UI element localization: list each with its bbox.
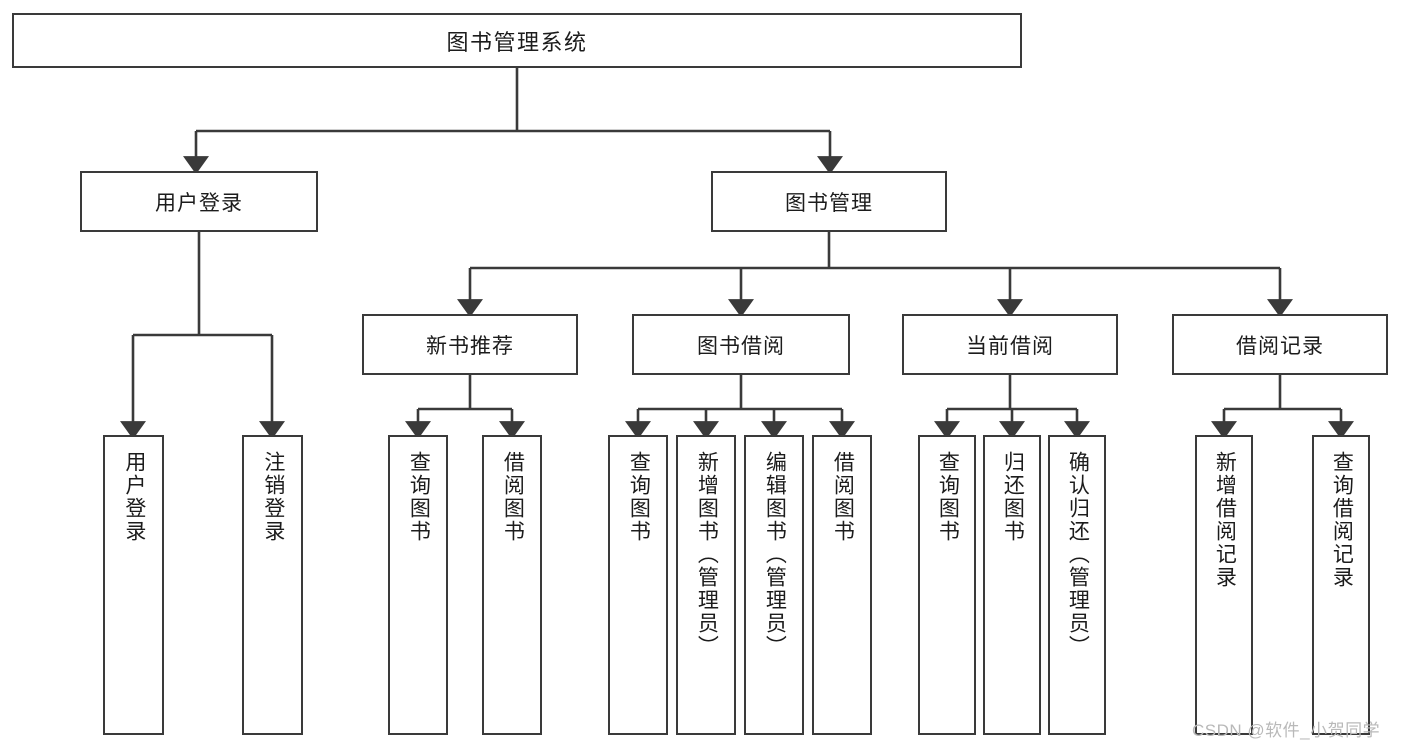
leaf-label: 新增借阅记录: [1213, 451, 1237, 589]
leaf-borrow-add-book[interactable]: 新增图书（管理员）: [676, 435, 736, 735]
leaf-label: 编辑图书（管理员）: [763, 451, 787, 658]
leaf-label: 用户登录: [122, 451, 146, 543]
node-user-login-label: 用户登录: [155, 191, 243, 215]
leaf-label: 查询借阅记录: [1330, 451, 1354, 589]
node-book-management-label: 图书管理: [785, 191, 873, 215]
leaf-label: 新增图书（管理员）: [695, 451, 719, 658]
node-user-login[interactable]: 用户登录: [80, 171, 318, 232]
leaf-label: 借阅图书: [831, 451, 855, 543]
node-borrow-record-label: 借阅记录: [1236, 334, 1324, 358]
node-current-borrow-label: 当前借阅: [966, 334, 1054, 358]
leaf-borrow-edit-book[interactable]: 编辑图书（管理员）: [744, 435, 804, 735]
leaf-label: 归还图书: [1001, 451, 1025, 543]
csdn-watermark: CSDN @软件_小贺同学: [1192, 721, 1381, 740]
leaf-new-book-borrow[interactable]: 借阅图书: [482, 435, 542, 735]
node-current-borrow[interactable]: 当前借阅: [902, 314, 1118, 375]
leaf-user-login-logout[interactable]: 注销登录: [242, 435, 303, 735]
node-borrow-record[interactable]: 借阅记录: [1172, 314, 1388, 375]
leaf-label: 查询图书: [407, 451, 431, 543]
leaf-borrow-query[interactable]: 查询图书: [608, 435, 668, 735]
leaf-label: 查询图书: [936, 451, 960, 543]
leaf-record-query[interactable]: 查询借阅记录: [1312, 435, 1370, 735]
leaf-current-confirm-return[interactable]: 确认归还（管理员）: [1048, 435, 1106, 735]
node-new-book-recommend-label: 新书推荐: [426, 334, 514, 358]
leaf-borrow-borrow-book[interactable]: 借阅图书: [812, 435, 872, 735]
leaf-label: 查询图书: [627, 451, 651, 543]
node-root[interactable]: 图书管理系统: [12, 13, 1022, 68]
node-book-borrow-label: 图书借阅: [697, 334, 785, 358]
node-root-label: 图书管理系统: [446, 29, 588, 55]
node-book-management[interactable]: 图书管理: [711, 171, 947, 232]
node-book-borrow[interactable]: 图书借阅: [632, 314, 850, 375]
leaf-user-login-login[interactable]: 用户登录: [103, 435, 164, 735]
leaf-label: 确认归还（管理员）: [1066, 451, 1090, 658]
leaf-record-add[interactable]: 新增借阅记录: [1195, 435, 1253, 735]
leaf-label: 借阅图书: [501, 451, 525, 543]
leaf-current-return[interactable]: 归还图书: [983, 435, 1041, 735]
leaf-label: 注销登录: [261, 451, 285, 543]
node-new-book-recommend[interactable]: 新书推荐: [362, 314, 578, 375]
leaf-new-book-query[interactable]: 查询图书: [388, 435, 448, 735]
leaf-current-query[interactable]: 查询图书: [918, 435, 976, 735]
